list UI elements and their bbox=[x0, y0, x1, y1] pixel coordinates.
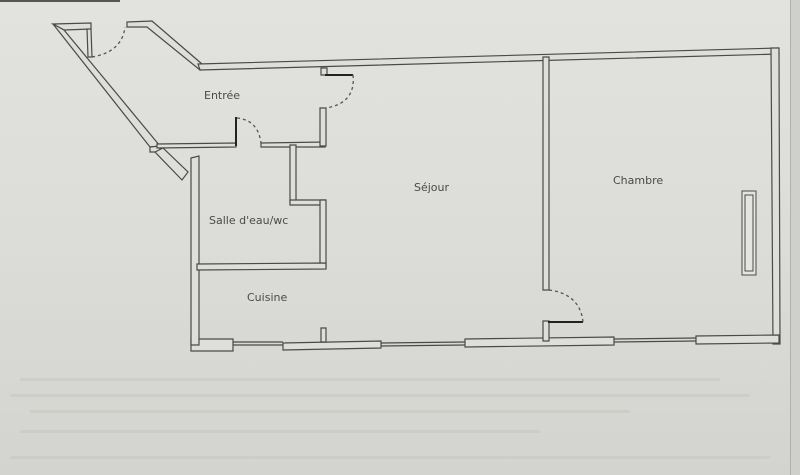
faint-text-line bbox=[30, 410, 630, 413]
faint-text-line bbox=[20, 430, 540, 433]
faint-text-line bbox=[10, 456, 770, 459]
room-label-entree: Entrée bbox=[204, 89, 241, 102]
chambre-window bbox=[741, 190, 757, 276]
faint-text-line bbox=[20, 378, 720, 381]
interior-walls bbox=[156, 56, 583, 343]
room-label-salle-deau: Salle d'eau/wc bbox=[209, 214, 289, 227]
room-label-sejour: Séjour bbox=[414, 181, 450, 194]
room-label-chambre: Chambre bbox=[613, 174, 664, 187]
page-edge-line bbox=[0, 0, 120, 2]
faint-text-line bbox=[10, 394, 750, 397]
door-swings bbox=[91, 26, 584, 323]
room-label-cuisine: Cuisine bbox=[247, 291, 288, 304]
exterior-walls bbox=[50, 20, 781, 352]
page-right-edge bbox=[790, 0, 800, 475]
